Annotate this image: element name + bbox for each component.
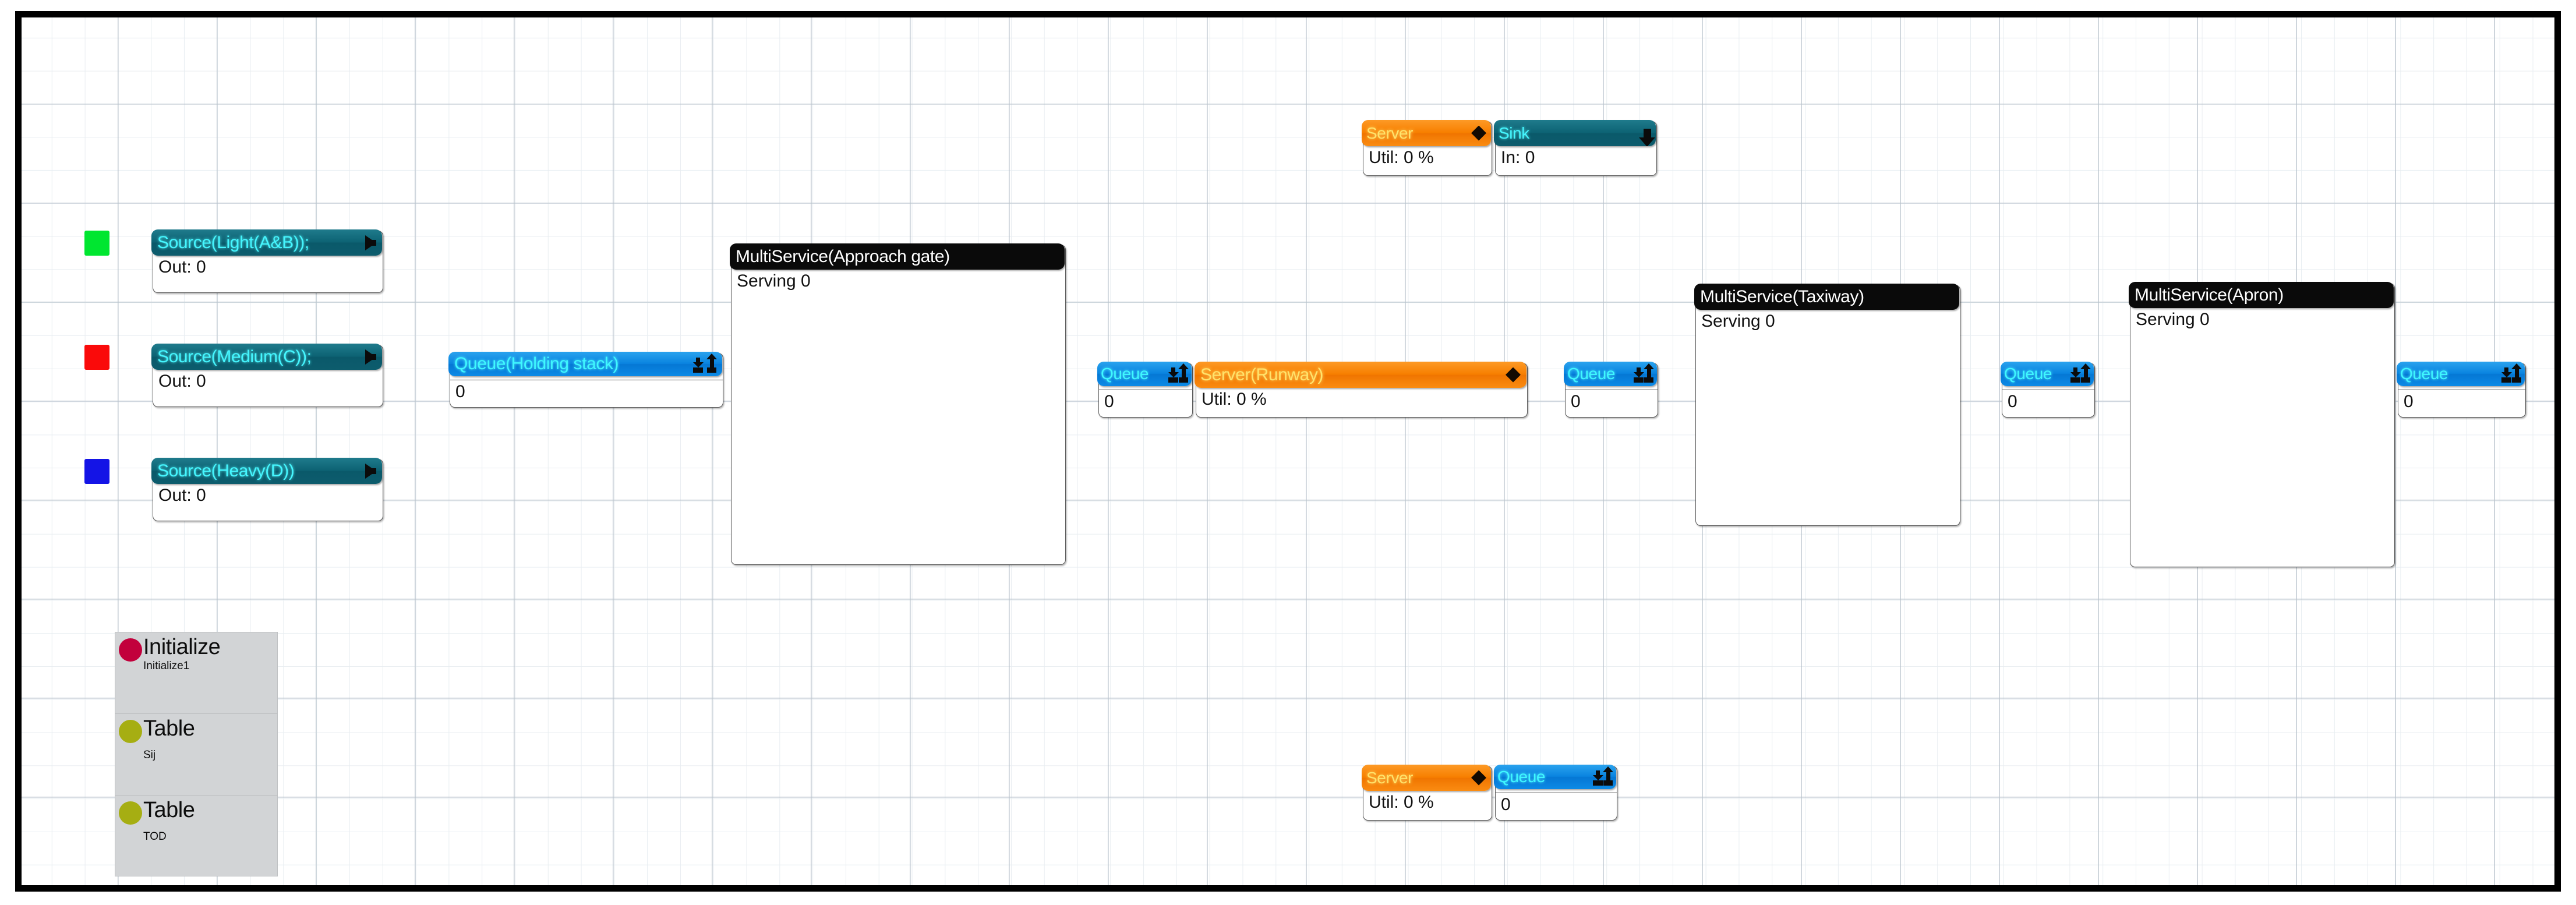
heavy-aircraft-swatch[interactable] — [84, 459, 109, 484]
queue-icon — [1591, 766, 1613, 786]
block-queue-apron-in[interactable]: Queue 0 — [2001, 362, 2095, 418]
block-multiservice-taxiway[interactable]: MultiService(Taxiway) Serving 0 — [1694, 284, 1960, 526]
block-header[interactable]: Queue — [2397, 362, 2525, 386]
queue-icon — [2068, 363, 2091, 383]
block-title: Server — [1366, 123, 1414, 142]
block-stat: Util: 0 % — [1369, 148, 1434, 167]
block-header[interactable]: Queue(Holding stack) — [448, 352, 722, 376]
palette-item-table-tod[interactable]: Table TOD — [115, 796, 277, 877]
block-multiservice-apron[interactable]: MultiService(Apron) Serving 0 — [2129, 282, 2395, 567]
block-stat: Util: 0 % — [1202, 390, 1267, 409]
block-stat: Util: 0 % — [1369, 793, 1434, 812]
experiment-palette[interactable]: Initialize Initialize1 Table Sij Table T… — [115, 632, 278, 876]
block-source-heavy[interactable]: Source(Heavy(D)) Out: 0 — [151, 458, 383, 521]
block-title: Queue — [2400, 365, 2448, 383]
palette-item-title: Initialize — [143, 635, 221, 659]
block-stat: 0 — [2002, 390, 2094, 417]
block-stat: In: 0 — [1501, 148, 1535, 167]
block-queue-runway-in[interactable]: Queue 0 — [1097, 362, 1193, 418]
block-header[interactable]: Queue — [2001, 362, 2094, 386]
palette-item-title: Table — [143, 716, 195, 741]
palette-item-initialize[interactable]: Initialize Initialize1 — [115, 632, 277, 714]
block-title: Sink — [1499, 123, 1529, 142]
block-stat: 0 — [2398, 390, 2525, 417]
arrow-right-icon — [360, 235, 376, 250]
block-queue-holding-stack[interactable]: Queue(Holding stack) 0 — [448, 352, 723, 408]
block-server-bottom[interactable]: Server Util: 0 % — [1362, 765, 1492, 821]
block-title: Source(Light(A&B)); — [157, 232, 309, 252]
palette-item-subtitle: Sij — [143, 748, 156, 761]
block-title: MultiService(Apron) — [2135, 285, 2284, 305]
diamond-icon — [1469, 770, 1486, 786]
block-header[interactable]: Server(Runway) — [1195, 362, 1526, 388]
block-stat: Out: 0 — [158, 257, 206, 277]
arrow-down-icon — [1639, 128, 1655, 146]
block-multiservice-approach-gate[interactable]: MultiService(Approach gate) Serving 0 — [730, 243, 1066, 565]
table-dot-icon — [119, 801, 142, 825]
light-aircraft-swatch[interactable] — [84, 231, 109, 256]
block-stat: Serving 0 — [2136, 310, 2210, 329]
block-header[interactable]: Source(Heavy(D)) — [151, 458, 382, 484]
block-title: Queue(Holding stack) — [454, 354, 619, 373]
block-header[interactable]: Server — [1362, 765, 1491, 791]
block-header[interactable]: MultiService(Taxiway) — [1694, 284, 1959, 310]
block-title: Source(Medium(C)); — [157, 347, 312, 366]
table-dot-icon — [119, 720, 142, 743]
block-title: MultiService(Approach gate) — [736, 246, 950, 266]
block-header[interactable]: Queue — [1494, 765, 1616, 789]
diamond-icon — [1500, 367, 1521, 383]
arrow-right-icon — [360, 349, 376, 365]
queue-icon — [1166, 363, 1189, 383]
block-header[interactable]: MultiService(Approach gate) — [730, 243, 1065, 270]
block-header[interactable]: Source(Light(A&B)); — [151, 229, 382, 256]
medium-aircraft-swatch[interactable] — [84, 345, 109, 370]
block-title: Queue — [1497, 768, 1546, 786]
block-server-runway[interactable]: Server(Runway) Util: 0 % — [1195, 362, 1528, 418]
block-source-medium[interactable]: Source(Medium(C)); Out: 0 — [151, 344, 383, 407]
block-queue-exit[interactable]: Queue 0 — [2397, 362, 2526, 418]
block-title: Server — [1366, 768, 1414, 787]
block-queue-bottom[interactable]: Queue 0 — [1494, 765, 1617, 821]
block-title: Queue — [2004, 365, 2052, 383]
block-stat: Out: 0 — [158, 486, 206, 505]
arrow-right-icon — [360, 463, 376, 479]
block-header[interactable]: Source(Medium(C)); — [151, 344, 382, 370]
block-header[interactable]: Server — [1362, 120, 1491, 146]
model-canvas-frame[interactable]: Source(Light(A&B)); Out: 0 Source(Medium… — [15, 11, 2561, 892]
palette-item-subtitle: Initialize1 — [143, 659, 190, 672]
block-header[interactable]: Queue — [1564, 362, 1657, 386]
diamond-icon — [1469, 125, 1486, 141]
block-sink-top[interactable]: Sink In: 0 — [1494, 120, 1657, 176]
palette-item-title: Table — [143, 798, 195, 822]
block-server-top[interactable]: Server Util: 0 % — [1362, 120, 1492, 176]
initialize-dot-icon — [119, 638, 142, 662]
block-stat: Serving 0 — [1701, 312, 1775, 331]
block-stat: 0 — [1496, 793, 1617, 820]
block-title: Server(Runway) — [1200, 365, 1324, 384]
block-title: MultiService(Taxiway) — [1700, 287, 1864, 306]
block-stat: 0 — [450, 380, 723, 407]
palette-item-table-sij[interactable]: Table Sij — [115, 714, 277, 796]
palette-item-subtitle: TOD — [143, 830, 167, 843]
block-stat: 0 — [1566, 390, 1658, 417]
block-stat: Out: 0 — [158, 372, 206, 391]
block-title: Queue — [1567, 365, 1616, 383]
block-header[interactable]: Sink — [1494, 120, 1656, 146]
queue-icon — [688, 353, 717, 373]
block-queue-taxiway-in[interactable]: Queue 0 — [1564, 362, 1658, 418]
block-source-light[interactable]: Source(Light(A&B)); Out: 0 — [151, 229, 383, 293]
block-title: Source(Heavy(D)) — [157, 461, 295, 480]
block-header[interactable]: Queue — [1097, 362, 1192, 386]
block-stat: Serving 0 — [737, 271, 811, 291]
queue-icon — [1631, 363, 1654, 383]
block-stat: 0 — [1099, 390, 1192, 417]
queue-icon — [2499, 363, 2522, 383]
block-header[interactable]: MultiService(Apron) — [2129, 282, 2394, 308]
block-title: Queue — [1101, 365, 1149, 383]
